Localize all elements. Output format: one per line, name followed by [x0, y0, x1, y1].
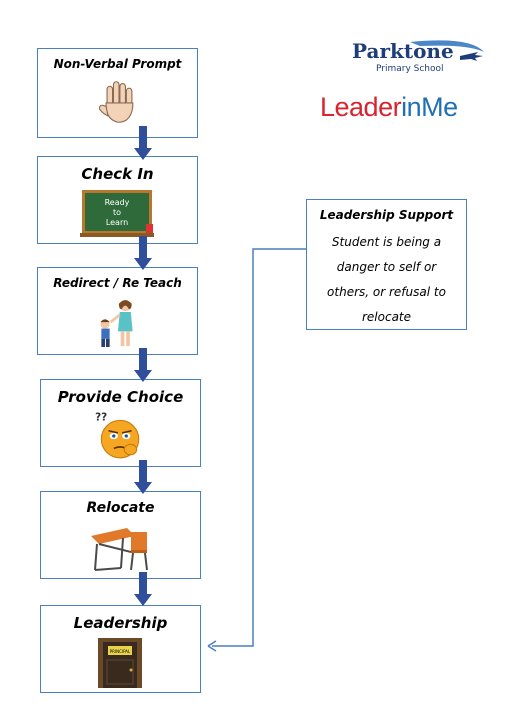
step-relocate: Relocate [40, 491, 201, 579]
question-marks: ?? [95, 411, 107, 423]
thinking-face-icon: ?? [95, 411, 140, 459]
chalkboard-icon: Ready to Learn [80, 190, 154, 237]
board-text-learn: Learn [106, 218, 128, 227]
arrow-step3-to-step4 [134, 348, 152, 382]
step-provide-choice: Provide Choice ?? [40, 379, 201, 467]
arrow-step5-to-step6 [134, 572, 152, 606]
raised-hand-icon [99, 81, 134, 123]
principal-door-icon: PRINCIPAL [98, 638, 142, 688]
step-check-in: Check In Ready to Learn [37, 156, 198, 244]
step-redirect-reteach: Redirect / Re Teach [37, 267, 198, 355]
parktone-subtitle: Primary School [376, 64, 444, 74]
door-sign-text: PRINCIPAL [110, 649, 131, 654]
lim-in: in [401, 92, 422, 122]
airplane-icon [460, 52, 483, 61]
step-label: Relocate [86, 500, 155, 516]
step-label: Redirect / Re Teach [53, 276, 182, 290]
arrow-step2-to-step3 [134, 236, 152, 270]
lim-me: Me [421, 92, 458, 122]
step-label: Provide Choice [57, 388, 184, 406]
step-leadership: Leadership PRINCIPAL [40, 605, 201, 693]
swoosh-icon [410, 40, 484, 52]
school-desk-icon [91, 528, 148, 571]
arrow-step4-to-step5 [134, 460, 152, 494]
board-text-ready: Ready [105, 198, 130, 207]
step-non-verbal-prompt: Non-Verbal Prompt [37, 48, 198, 138]
parktone-logo: Parktone Primary School [352, 39, 484, 74]
lim-leader: Leader [320, 92, 402, 122]
step-label: Leadership [73, 614, 168, 632]
leader-in-me-logo: LeaderinMe [320, 92, 458, 123]
leadership-support-box: Leadership Support Student is being a da… [306, 199, 467, 330]
leadership-support-text: Student is being a danger to self or oth… [327, 235, 446, 324]
step-label: Check In [81, 165, 154, 183]
leadership-support-title: Leadership Support [319, 208, 454, 222]
board-text-to: to [113, 208, 121, 217]
teacher-student-icon [100, 300, 133, 347]
step-label: Non-Verbal Prompt [53, 57, 182, 71]
arrow-step1-to-step2 [134, 126, 152, 160]
